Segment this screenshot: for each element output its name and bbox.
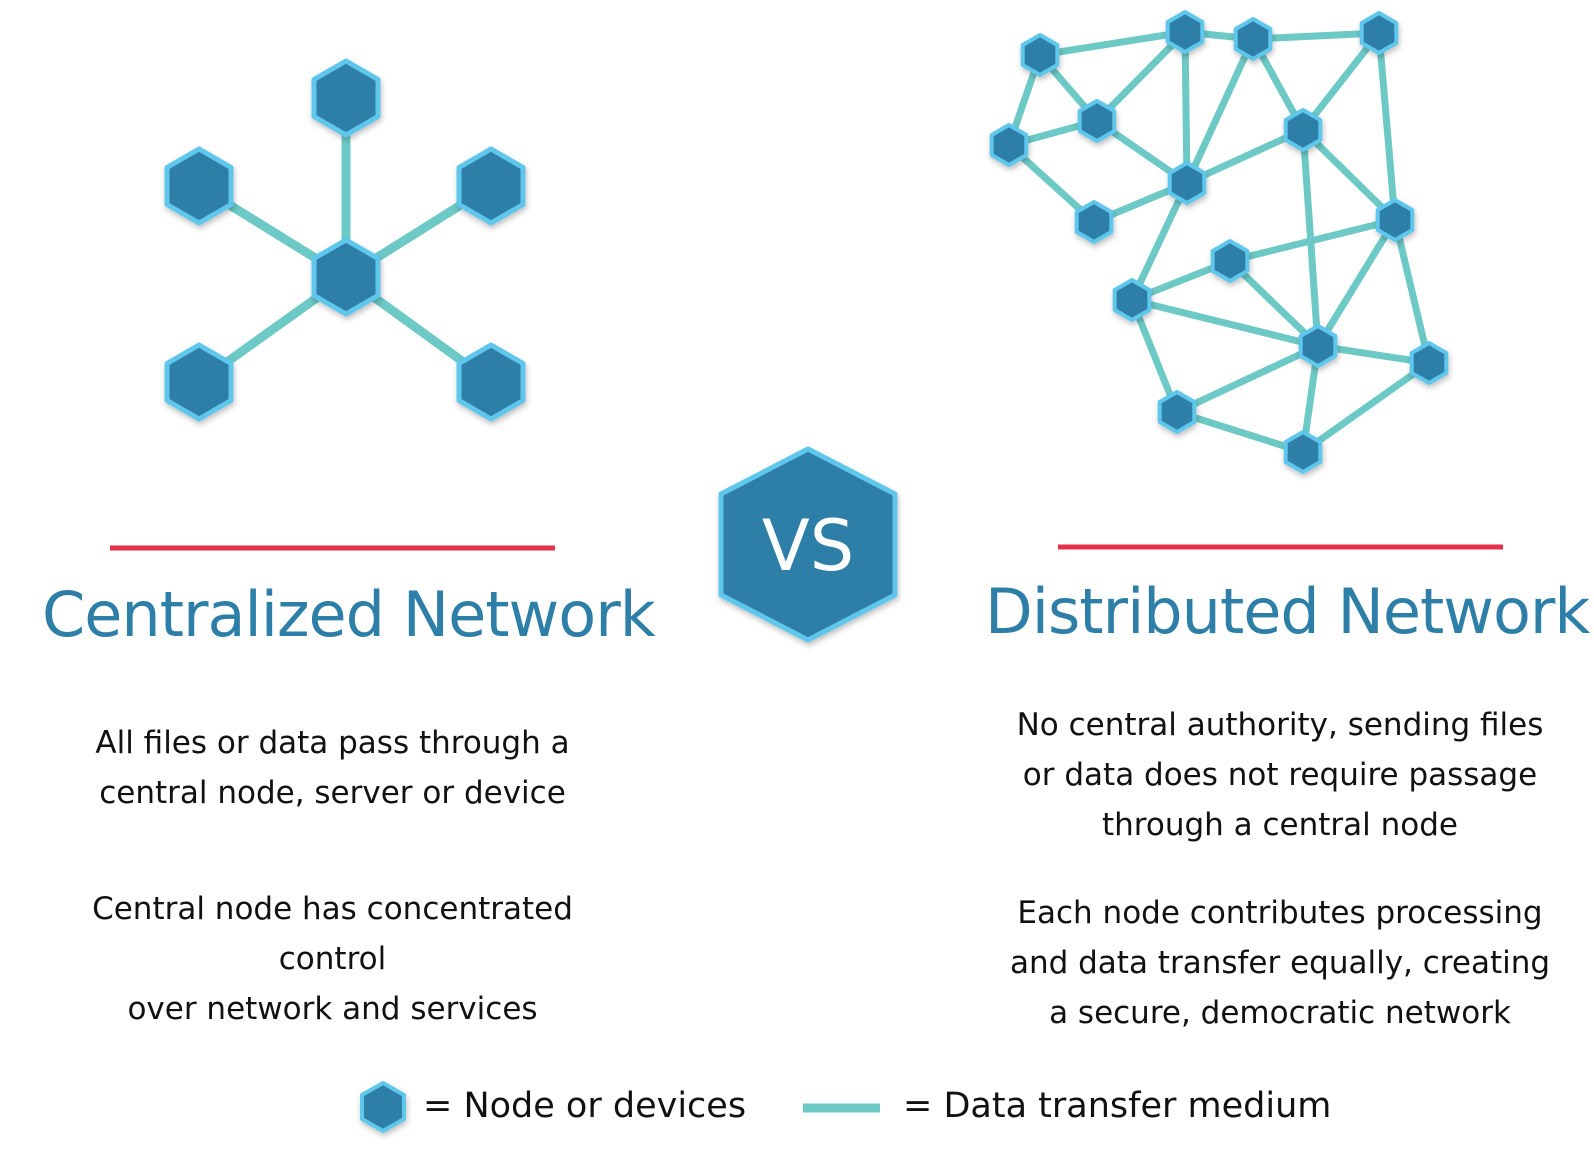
distributed-edge bbox=[1173, 408, 1307, 456]
centralized-description-2: Central node has concentrated control ov… bbox=[40, 884, 625, 1034]
centralized-node-icon bbox=[311, 237, 381, 317]
centralized-title: Centralized Network bbox=[42, 578, 656, 651]
distributed-edge bbox=[1093, 28, 1189, 125]
text-line: over network and services bbox=[127, 991, 538, 1027]
text-line: central node, server or device bbox=[99, 775, 566, 811]
vs-hexagon-icon bbox=[718, 446, 898, 643]
centralized-network-nodes bbox=[164, 58, 526, 422]
centralized-node-icon bbox=[164, 342, 234, 422]
text-line: Central node has concentrated bbox=[92, 891, 573, 927]
distributed-edge bbox=[1183, 35, 1257, 187]
centralized-node-icon bbox=[311, 58, 381, 138]
distributed-node-icon bbox=[1020, 33, 1060, 77]
text-line: a secure, democratic network bbox=[1049, 995, 1511, 1031]
legend-node-label: = Node or devices bbox=[423, 1086, 747, 1126]
distributed-edge bbox=[1036, 28, 1189, 59]
distributed-edge bbox=[1183, 126, 1307, 187]
centralized-node-icon bbox=[456, 146, 526, 226]
distributed-node-icon bbox=[1233, 17, 1273, 61]
distributed-node-icon bbox=[1165, 10, 1205, 54]
distributed-description-1: No central authority, sending files or d… bbox=[975, 700, 1585, 850]
distributed-node-icon bbox=[1298, 324, 1338, 368]
distributed-edge bbox=[1226, 257, 1322, 350]
text-line: No central authority, sending files bbox=[1016, 707, 1544, 743]
distributed-network-edges bbox=[1005, 28, 1433, 456]
vs-badge: VS bbox=[718, 446, 898, 643]
distributed-edge bbox=[1314, 216, 1399, 350]
distributed-edge bbox=[1181, 28, 1191, 187]
distributed-edge bbox=[1226, 216, 1399, 265]
legend-node-icon bbox=[360, 1081, 406, 1133]
vs-label: VS bbox=[762, 505, 854, 587]
legend-edge-label: = Data transfer medium bbox=[903, 1086, 1332, 1126]
distributed-node-icon bbox=[1210, 239, 1250, 283]
distributed-node-icon bbox=[1074, 200, 1114, 244]
distributed-node-icon bbox=[1167, 161, 1207, 205]
distributed-node-icon bbox=[1375, 198, 1415, 242]
distributed-node-icon bbox=[1157, 390, 1197, 434]
distributed-title: Distributed Network bbox=[985, 575, 1590, 648]
distributed-edge bbox=[1375, 29, 1399, 224]
distributed-node-icon bbox=[1077, 99, 1117, 143]
text-line: through a central node bbox=[1101, 807, 1458, 843]
distributed-network-nodes bbox=[989, 10, 1449, 474]
distributed-node-icon bbox=[1409, 341, 1449, 385]
distributed-edge bbox=[1299, 359, 1433, 456]
text-line: or data does not require passage bbox=[1022, 757, 1538, 793]
distributed-edge bbox=[1299, 126, 1399, 224]
distributed-edge bbox=[1173, 342, 1322, 416]
centralized-description-1: All files or data pass through a central… bbox=[40, 718, 625, 818]
distributed-node-icon bbox=[1283, 430, 1323, 474]
text-line: and data transfer equally, creating bbox=[1009, 945, 1551, 981]
centralized-node-icon bbox=[164, 146, 234, 226]
distributed-edge bbox=[1128, 296, 1181, 416]
distributed-node-icon bbox=[989, 123, 1029, 167]
distributed-edge bbox=[1128, 296, 1322, 350]
distributed-node-icon bbox=[1283, 108, 1323, 152]
text-line: All files or data pass through a bbox=[95, 725, 570, 761]
distributed-node-icon bbox=[1359, 11, 1399, 55]
distributed-description-2: Each node contributes processing and dat… bbox=[975, 888, 1585, 1038]
distributed-edge bbox=[1391, 216, 1433, 367]
distributed-edge bbox=[1299, 29, 1383, 134]
text-line: control bbox=[278, 941, 387, 977]
centralized-node-icon bbox=[456, 342, 526, 422]
distributed-edge bbox=[1128, 179, 1191, 304]
distributed-edge bbox=[1249, 29, 1383, 43]
distributed-node-icon bbox=[1112, 278, 1152, 322]
text-line: Each node contributes processing bbox=[1017, 895, 1543, 931]
